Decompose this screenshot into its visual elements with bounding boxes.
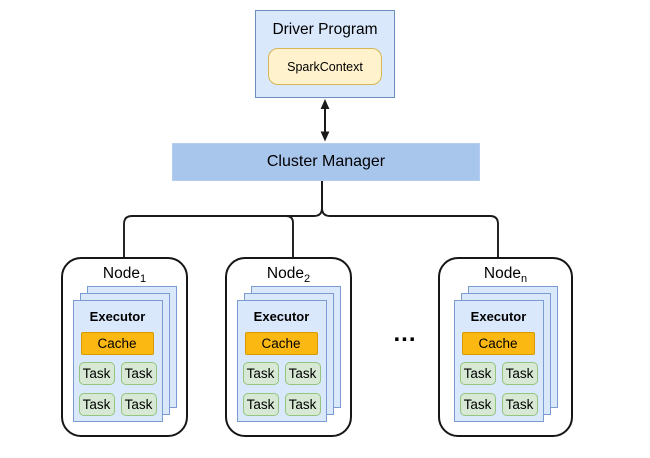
- driver-program-title: Driver Program: [272, 21, 378, 38]
- task-box: Task: [242, 362, 279, 385]
- task-box: Task: [78, 362, 115, 385]
- node-n-name: Node: [483, 265, 521, 282]
- cache-box: Cache: [461, 332, 535, 355]
- node-1-name: Node: [102, 265, 140, 282]
- arrowhead-up-icon: [320, 99, 330, 109]
- arrowhead-down-icon: [320, 131, 330, 142]
- executor-box: Executor Cache Task Task Task Task: [72, 300, 163, 422]
- spark-context-box: SparkContext: [268, 48, 382, 85]
- node-2-executor-stack: Executor Cache Task Task Task Task: [236, 286, 341, 424]
- node-1-executor-stack: Executor Cache Task Task Task Task: [72, 286, 177, 424]
- node-2-name: Node: [266, 265, 304, 282]
- node-n-box: Noden Executor Cache Task Task Task Task: [438, 257, 573, 437]
- node-1-box: Node1 Executor Cache Task Task Task Task: [61, 257, 188, 437]
- task-box: Task: [78, 393, 115, 416]
- task-box: Task: [501, 393, 538, 416]
- node-2-box: Node2 Executor Cache Task Task Task Task: [225, 257, 352, 437]
- task-grid: Task Task Task Task: [242, 362, 321, 416]
- node-n-subscript: n: [520, 273, 528, 286]
- driver-cluster-arrow: [320, 99, 330, 142]
- executor-box: Executor Cache Task Task Task Task: [236, 300, 327, 422]
- more-nodes-ellipsis: ...: [393, 320, 417, 347]
- executor-label: Executor: [89, 309, 146, 324]
- executor-label: Executor: [253, 309, 310, 324]
- cache-box: Cache: [244, 332, 318, 355]
- executor-label: Executor: [470, 309, 527, 324]
- connector-to-node-2: [285, 215, 294, 258]
- node-n-executor-stack: Executor Cache Task Task Task Task: [453, 286, 558, 424]
- cluster-manager-box: Cluster Manager: [172, 143, 480, 181]
- spark-context-label: SparkContext: [287, 59, 363, 74]
- node-1-label: Node1: [63, 265, 186, 285]
- cache-box: Cache: [80, 332, 154, 355]
- task-box: Task: [459, 393, 496, 416]
- task-grid: Task Task Task Task: [459, 362, 538, 416]
- cluster-manager-label: Cluster Manager: [266, 153, 386, 170]
- task-box: Task: [120, 393, 157, 416]
- driver-program-box: Driver Program SparkContext: [255, 10, 395, 98]
- cluster-to-nodes-connector: [123, 180, 499, 258]
- task-grid: Task Task Task Task: [78, 362, 157, 416]
- task-box: Task: [120, 362, 157, 385]
- executor-box: Executor Cache Task Task Task Task: [453, 300, 544, 422]
- task-box: Task: [284, 393, 321, 416]
- task-box: Task: [459, 362, 496, 385]
- task-box: Task: [242, 393, 279, 416]
- connector-to-node-n: [321, 180, 499, 258]
- node-2-subscript: 2: [303, 273, 311, 286]
- node-n-label: Noden: [440, 265, 571, 285]
- node-1-subscript: 1: [139, 273, 147, 286]
- node-2-label: Node2: [227, 265, 350, 285]
- task-box: Task: [284, 362, 321, 385]
- task-box: Task: [501, 362, 538, 385]
